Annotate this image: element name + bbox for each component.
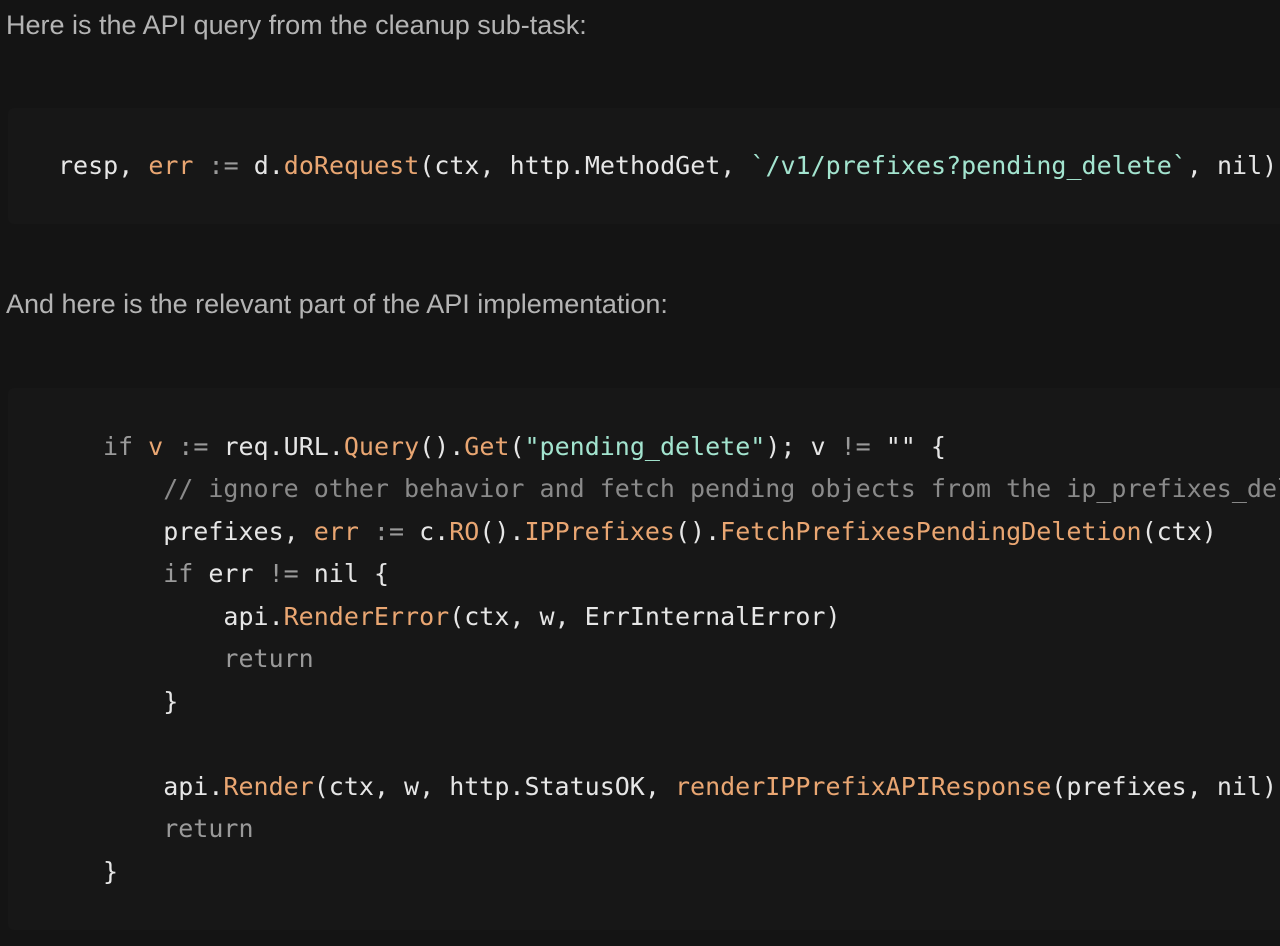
code-line: }	[103, 685, 178, 719]
code-line: prefixes, err := c.RO().IPPrefixes().Fet…	[103, 515, 1217, 549]
code-token: ().	[419, 432, 465, 461]
code-token: err	[313, 517, 359, 546]
code-token: renderIPPrefixAPIResponse	[674, 772, 1052, 801]
code-token: d.	[253, 151, 284, 180]
api-query-code-block: resp, err := d.doRequest(ctx, http.Metho…	[8, 108, 1280, 224]
code-token: (ctx, http.MethodGet,	[419, 151, 751, 180]
code-line: }	[103, 855, 118, 889]
code-token: v	[148, 432, 164, 461]
code-token: , nil)	[1186, 151, 1278, 180]
code-token: prefixes,	[103, 517, 314, 546]
code-token: :=	[358, 517, 420, 546]
code-token: "" {	[870, 432, 946, 461]
code-token: c.	[419, 517, 450, 546]
code-token: RenderError	[283, 602, 450, 631]
code-token: if	[103, 559, 209, 588]
code-token: (ctx, w, ErrInternalError)	[449, 602, 841, 631]
code-token: err	[208, 559, 269, 588]
code-line: api.Render(ctx, w, http.StatusOK, render…	[103, 770, 1280, 804]
code-token: RO	[449, 517, 480, 546]
code-token: req.URL.	[223, 432, 344, 461]
implementation-intro-text: And here is the relevant part of the API…	[6, 289, 668, 319]
code-token: !=	[268, 559, 299, 588]
code-token: Query	[343, 432, 420, 461]
code-line: if err != nil {	[103, 557, 389, 591]
code-token: :=	[193, 151, 254, 180]
code-token: ().	[479, 517, 525, 546]
code-line: return	[103, 812, 254, 846]
code-line: return	[103, 642, 314, 676]
code-token: nil {	[298, 559, 389, 588]
code-token: }	[103, 687, 179, 716]
code-token: (ctx)	[1141, 517, 1217, 546]
code-token: err	[148, 151, 194, 180]
code-token: api.	[103, 772, 224, 801]
code-token: doRequest	[283, 151, 420, 180]
code-token: Get	[464, 432, 510, 461]
intro-text: Here is the API query from the cleanup s…	[6, 10, 587, 40]
code-token: (ctx, w, http.StatusOK,	[313, 772, 675, 801]
code-token: (prefixes, nil))	[1051, 772, 1280, 801]
code-token: resp,	[58, 151, 149, 180]
code-token: !=	[840, 432, 871, 461]
code-token: Render	[223, 772, 314, 801]
code-token: (	[509, 432, 525, 461]
code-token: return	[103, 644, 314, 673]
code-line: api.RenderError(ctx, w, ErrInternalError…	[103, 600, 841, 634]
code-token: IPPrefixes	[524, 517, 675, 546]
code-line: resp, err := d.doRequest(ctx, http.Metho…	[58, 149, 1277, 183]
api-implementation-code-block: if v := req.URL.Query().Get("pending_del…	[8, 388, 1280, 930]
code-token: :=	[163, 432, 224, 461]
code-token: if	[103, 432, 149, 461]
code-token: "pending_delete"	[524, 432, 766, 461]
code-line: if v := req.URL.Query().Get("pending_del…	[103, 430, 946, 464]
code-token: // ignore other behavior and fetch pendi…	[163, 474, 1280, 503]
code-token: ().	[674, 517, 721, 546]
code-token: return	[103, 814, 254, 843]
code-token: ); v	[765, 432, 841, 461]
code-token: FetchPrefixesPendingDeletion	[720, 517, 1142, 546]
code-token: `/v1/prefixes?pending_delete`	[750, 151, 1187, 180]
code-token: }	[103, 857, 119, 886]
code-comment-line: // ignore other behavior and fetch pendi…	[103, 472, 1280, 506]
code-token: api.	[103, 602, 284, 631]
